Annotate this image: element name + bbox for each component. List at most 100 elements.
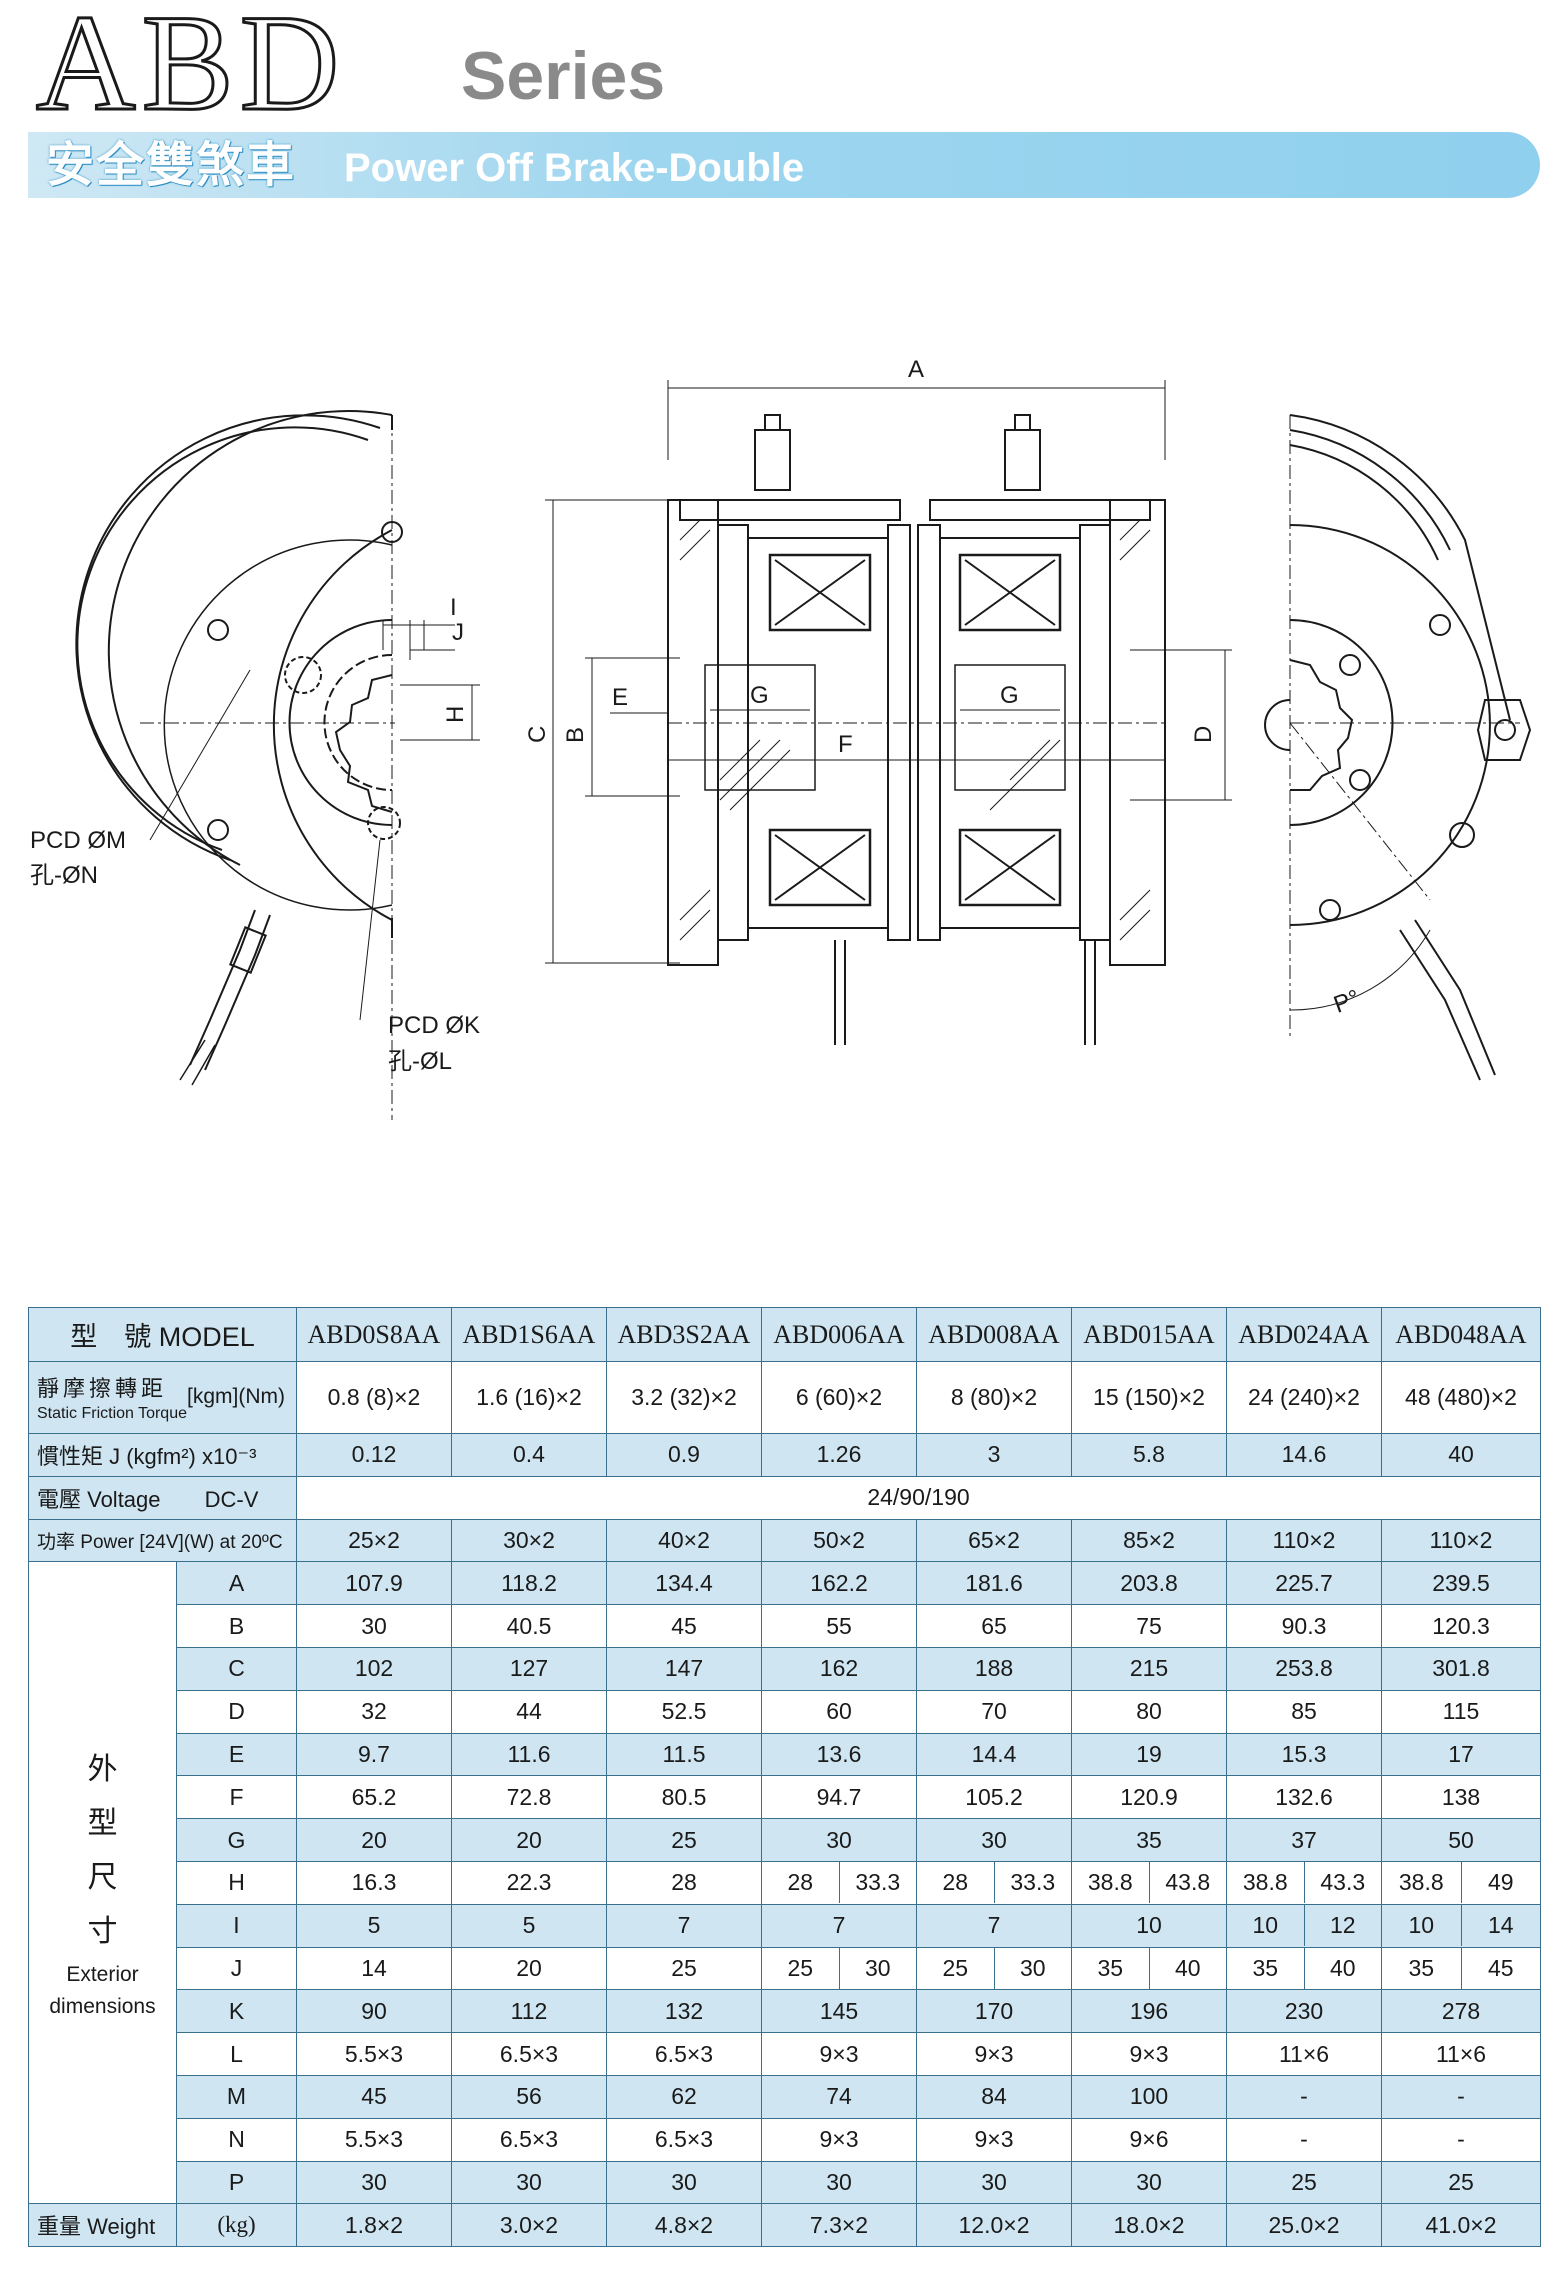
weight-cell: 41.0×2 [1381,2203,1541,2248]
dim-value-cell: 203.8 [1071,1561,1227,1606]
dim-label-g-left: G [750,682,769,709]
dim-value-cell: 28 [606,1860,762,1905]
exterior-dimensions-char: 外 [87,1752,118,1786]
dim-label-i: I [450,594,457,621]
weight-cell: 12.0×2 [916,2203,1072,2248]
dim-key-cell: E [176,1732,297,1777]
dim-value-part: 43.8 [1148,1862,1226,1904]
dim-value-cell: 9×3 [916,2032,1072,2076]
title-cn: 安全雙煞車 [46,139,297,192]
torque-label-cn: 靜摩擦轉距 [37,1375,168,1401]
dim-label-b: B [562,727,589,743]
dim-value-cell: 15.3 [1226,1732,1382,1777]
dim-value-cell: 44 [451,1689,607,1734]
dim-value-cell: - [1381,2074,1541,2119]
dim-value-cell: 9×6 [1071,2117,1227,2162]
dim-value-cell: 50 [1381,1818,1541,1862]
dim-label-p: P° [1330,985,1363,1019]
power-cell: 65×2 [916,1518,1072,1563]
table-row-power: 功率 Power [24V](W) at 20ºC 25×2 30×2 40×2… [28,1518,1541,1563]
right-end-view [1264,414,1532,1081]
weight-cell: 18.0×2 [1071,2203,1227,2248]
dim-value-cell: 7 [916,1903,1072,1948]
pcd-m-label: PCD ØM [30,827,126,854]
dim-value-cell: 9.7 [296,1732,452,1777]
weight-cell: 25.0×2 [1226,2203,1382,2248]
dim-value-cell: 120.9 [1071,1775,1227,1820]
dim-value-part: 25 [787,1954,814,1981]
weight-label-cell: 重量 Weight [28,2203,177,2248]
dim-value-cell: 253.8 [1226,1646,1382,1691]
torque-unit: [kgm](Nm) [187,1384,285,1408]
dim-value-part: 49 [1460,1862,1540,1904]
dim-value-cell: 7 [606,1903,762,1948]
dim-value-cell: 65.2 [296,1775,452,1820]
model-letters: ABD [34,0,346,139]
dim-value-cell: 17 [1381,1732,1541,1777]
dim-value-cell: 84 [916,2074,1072,2119]
pcd-k-label: PCD ØK [388,1012,480,1039]
inertia-cell: 0.9 [606,1433,762,1477]
dim-value-cell: 301.8 [1381,1646,1541,1691]
dim-value-part: 33.3 [838,1862,916,1904]
dim-value-cell: 30 [606,2160,762,2205]
dim-value-cell: 62 [606,2074,762,2119]
dim-value-cell: 35 [1071,1818,1227,1862]
weight-cell: 3.0×2 [451,2203,607,2248]
dim-value-cell: 60 [761,1689,917,1734]
dim-label-g-right: G [1000,682,1019,709]
dim-value-cell: 30 [296,1604,452,1648]
inertia-cell: 40 [1381,1433,1541,1477]
center-section-view [545,380,1232,1045]
dim-value-part: 40 [1303,1948,1381,1989]
dim-value-cell: 9×3 [761,2117,917,2162]
power-cell: 110×2 [1381,1518,1541,1563]
model-cell: ABD024AA [1226,1307,1382,1362]
dim-value-cell: 14 [296,1946,452,1991]
inertia-cell: 14.6 [1226,1433,1382,1477]
dim-key-cell: H [176,1860,297,1905]
dim-value-part: 30 [838,1948,916,1989]
dim-value-cell: 162.2 [761,1561,917,1606]
voltage-label: 電壓 Voltage [37,1486,161,1512]
dim-value-cell: 37 [1226,1818,1382,1862]
dim-value-part: 10 [1252,1912,1279,1939]
dim-value-cell: 74 [761,2074,917,2119]
weight-cell: 4.8×2 [606,2203,762,2248]
power-cell: 25×2 [296,1518,452,1563]
dim-key-cell: F [176,1775,297,1820]
weight-unit-cell: (kg) [176,2203,297,2248]
dim-value-cell: 30 [761,1818,917,1862]
dim-value-part: 43.3 [1303,1862,1381,1904]
dim-value-cell: 56 [451,2074,607,2119]
dim-label-j: J [452,619,464,646]
dim-value-part: 30 [993,1948,1071,1989]
dim-value-cell: 85 [1226,1689,1382,1734]
dim-key-cell: I [176,1903,297,1948]
dim-value-cell: 25 [1381,2160,1541,2205]
torque-cell: 1.6 (16)×2 [451,1361,607,1434]
dim-value-cell: 278 [1381,1989,1541,2034]
hole-n-label: 孔-ØN [30,862,98,889]
dim-key-cell: K [176,1989,297,2034]
dim-value-cell: 32 [296,1689,452,1734]
power-cell: 30×2 [451,1518,607,1563]
exterior-dimensions-char: 型 [87,1806,118,1840]
dim-value-cell: 7 [761,1903,917,1948]
dim-key-cell: N [176,2117,297,2162]
dim-value-cell: - [1226,2074,1382,2119]
left-end-view [75,410,480,1120]
table-row-inertia: 慣性矩 J (kgfm²) x10⁻³ 0.12 0.4 0.9 1.26 3 … [28,1433,1541,1477]
exterior-dimensions-char: 寸 [87,1914,118,1948]
dim-value-cell: 9×3 [761,2032,917,2076]
